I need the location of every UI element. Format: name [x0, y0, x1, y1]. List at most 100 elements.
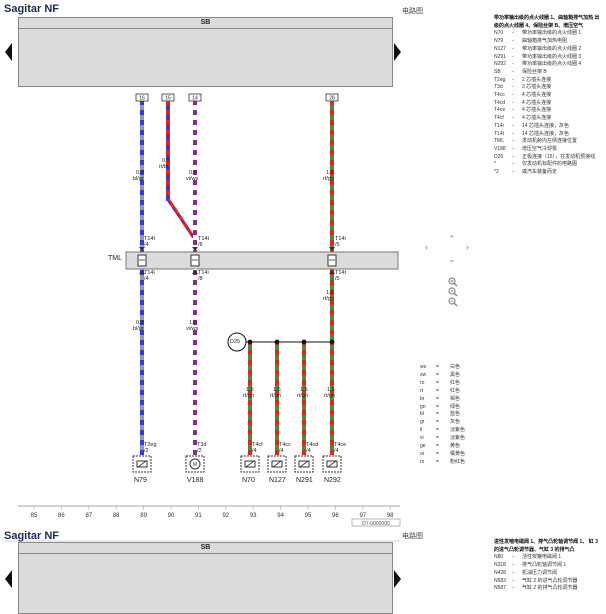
prev-page-icon[interactable] [5, 43, 12, 61]
legend-desc: 机油压力调节阀 [522, 569, 558, 576]
fuse-label: 16 [139, 96, 145, 102]
color-code: or [420, 450, 425, 457]
ruler-number: 98 [387, 513, 394, 519]
color-name: 绿色 [450, 403, 461, 410]
connector-name-label: T14i [335, 236, 346, 242]
legend-dash: - [512, 577, 514, 584]
legend-desc: 14 芯插头连接，灰色 [522, 130, 569, 137]
chevron-up-icon[interactable]: ⌃ [448, 234, 456, 244]
page2-component-legend: 进性发喘电磁阀 1、排气凸轮轴调节阀 1、 缸 3 的进气凸轮调节器、气缸 3 … [494, 539, 604, 593]
color-code: ws [420, 364, 427, 370]
pump-symbol: M [185, 455, 205, 473]
wire-color-label: rt/gn [243, 393, 255, 399]
fuse-label: 14 [192, 96, 198, 102]
component-legend: 带功率输出级的点火线圈 1、曲轴箱排气加热 出级的点火线圈 4、保险丝架 B、增… [494, 15, 604, 177]
ruler-number: 94 [277, 513, 284, 519]
color-code: sw [420, 371, 427, 378]
color-code: ge [420, 443, 426, 450]
connector-pin-label: /8 [198, 276, 203, 282]
color-code: ro [420, 379, 425, 386]
color-name: 粉红色 [450, 458, 466, 465]
ruler-number: 86 [58, 513, 65, 519]
plug-pin-label: /4 [279, 448, 284, 454]
page-header-label: 电路图 [402, 8, 423, 15]
legend-dash: - [512, 145, 514, 152]
wire-bl-gr-lower [140, 269, 144, 455]
color-code: li [420, 427, 423, 434]
page2-prev-page-icon[interactable] [5, 570, 12, 588]
legend-code: N80 [494, 554, 504, 561]
legend-code: N79 [494, 38, 504, 45]
wire-color-label: bl/gr [133, 176, 144, 182]
zoom-reset-icon[interactable] [448, 287, 458, 297]
component-name: N291 [296, 477, 313, 484]
chevron-down-icon[interactable]: ⌄ [448, 254, 456, 264]
chevron-right-icon[interactable]: › [466, 242, 469, 252]
ignition-coil-symbol [240, 455, 260, 473]
wire-size-label: 1.5 [326, 290, 334, 296]
color-code: rt [420, 387, 424, 394]
wire-size-label: 0.5 [189, 170, 197, 176]
zoom-in-icon[interactable] [448, 277, 458, 287]
color-table-row: br=褐色 [420, 396, 465, 404]
plug-label: T2eg [144, 442, 157, 448]
legend-code: *2 [494, 169, 499, 176]
legend-dash: - [512, 99, 514, 106]
fuse-holder-bar: SB [18, 17, 393, 87]
color-name: 淡紫色 [450, 427, 466, 434]
page1-legend-item: T14i-14 芯插头连接，灰色 [494, 123, 604, 131]
legend-desc: 气缸 2 的进气凸轮调节器 [522, 577, 578, 584]
legend-dash: - [512, 554, 514, 561]
plug-pin-label: /2 [144, 448, 149, 454]
wire-color-label: rt/gn [323, 176, 335, 182]
legend-code: N318 [494, 562, 506, 569]
legend-dash: - [512, 84, 514, 91]
page1-legend-item: T4cf-4 芯插头连接 [494, 115, 604, 123]
wire-size-label: 1.5 [273, 387, 281, 393]
color-table-row: or=橘黄色 [420, 451, 465, 459]
page2-next-page-icon[interactable] [394, 570, 401, 588]
color-name: 褐色 [450, 395, 461, 402]
legend-dash: - [512, 68, 514, 75]
legend-code: T3d [494, 84, 503, 91]
legend-code: N428 [494, 569, 506, 576]
color-name: 蓝色 [450, 411, 461, 418]
next-page-icon[interactable] [394, 43, 401, 61]
legend-dash: - [512, 169, 514, 176]
color-code: br [420, 395, 425, 402]
color-table-row: gr=灰色 [420, 419, 465, 427]
wire-color-label: vi/ws [186, 176, 199, 182]
tml-label: TML [108, 255, 122, 262]
zoom-out-icon[interactable] [448, 297, 458, 307]
ruler-number: 89 [140, 513, 147, 519]
legend-desc: 4 芯插头连接 [522, 99, 552, 106]
legend-dash: - [512, 38, 514, 45]
wire-color-label: vi/ws [186, 326, 199, 332]
color-name: 白色 [450, 364, 461, 370]
legend-desc: 3 芯插头连接 [522, 84, 552, 91]
color-table-row: li=淡紫色 [420, 427, 465, 435]
legend-dash: - [512, 122, 514, 129]
fuse-label: 15 [165, 96, 171, 102]
legend-desc: 排气凸轮轴调节阀 1 [522, 562, 567, 569]
legend-desc: 4 芯插头连接 [522, 92, 552, 99]
wire-color-label: rt/bl [159, 164, 169, 170]
legend-dash: - [512, 161, 514, 168]
wire-size-label: 1.0 [189, 320, 197, 326]
color-table-row: ws=白色 [420, 364, 465, 372]
color-equals: = [436, 411, 439, 418]
component-name: N127 [269, 477, 286, 484]
ruler-number: 95 [305, 513, 312, 519]
legend-desc: 或汽车装备而定 [522, 169, 558, 176]
footer-code: D7-0000000 [362, 521, 390, 527]
chevron-left-icon[interactable]: ‹ [425, 242, 428, 252]
wire-size-label: 0.5 [162, 158, 170, 164]
color-equals: = [436, 458, 439, 465]
legend-code: T4cc [494, 92, 505, 99]
legend-desc: 仅发动机标配件的电路图 [522, 161, 578, 168]
legend-desc: 2 芯插头连接 [522, 76, 552, 83]
